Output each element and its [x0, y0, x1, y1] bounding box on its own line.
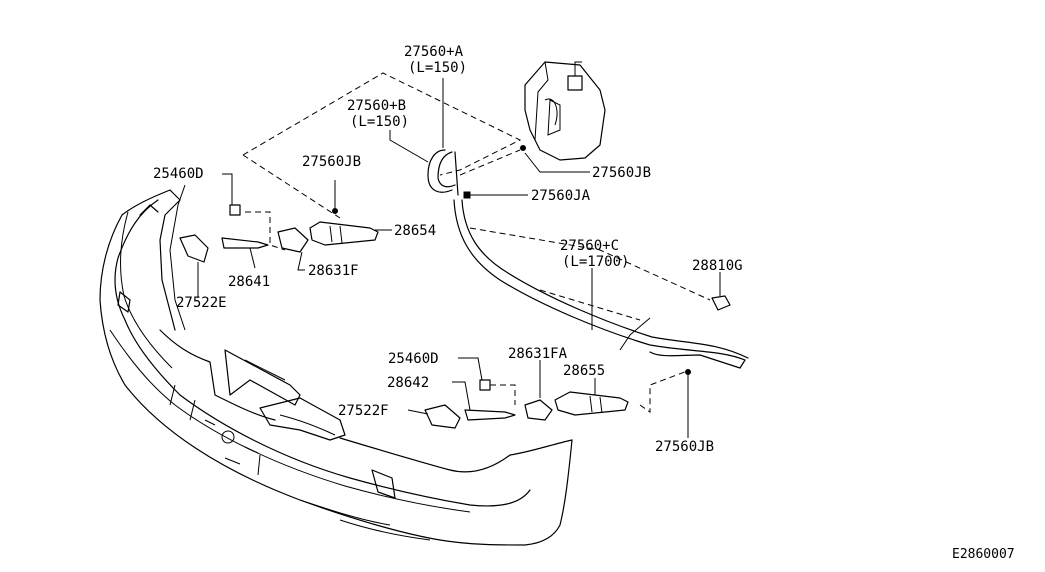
- hose-b: [427, 149, 453, 193]
- label-pin-upper: 28641: [228, 274, 270, 290]
- bracket-28631FA: [524, 399, 553, 421]
- label-hose-c-length: (L=1700): [562, 254, 629, 270]
- routing-lines: [242, 72, 711, 413]
- pin-28642: [464, 409, 516, 421]
- label-cover-upper: 27522E: [176, 295, 227, 311]
- label-clip: 28810G: [692, 258, 743, 274]
- diagram-code: E2860007: [952, 547, 1015, 562]
- label-cover-lower: 27522F: [338, 403, 389, 419]
- label-screw-lower: 25460D: [388, 351, 439, 367]
- bracket-28631F: [277, 227, 309, 253]
- label-screw-upper: 25460D: [153, 166, 204, 182]
- nozzle-28654: [309, 221, 379, 246]
- label-nozzle-lower: 28655: [563, 363, 605, 379]
- front-bumper: [99, 184, 573, 546]
- nozzle-28655: [554, 391, 629, 416]
- hose-c: [453, 199, 746, 361]
- lower-nozzle-assembly: [424, 145, 731, 429]
- label-hose-a-length: (L=150): [408, 60, 467, 76]
- label-nozzle-upper: 28654: [394, 223, 436, 239]
- label-hose-c-part: 27560+C: [560, 238, 619, 254]
- part-labels: 27560+A (L=150) 27560+B (L=150) 27560JB …: [153, 44, 1015, 562]
- label-joint-top-left: 27560JB: [302, 154, 361, 170]
- label-joint-ja: 27560JA: [531, 188, 591, 204]
- label-hose-a-part: 27560+A: [404, 44, 464, 60]
- hoses: [427, 149, 749, 369]
- washer-tank: [524, 61, 606, 161]
- screw-upper: [229, 204, 241, 216]
- label-joint-tank: 27560JB: [592, 165, 651, 181]
- label-hose-b-part: 27560+B: [347, 98, 406, 114]
- label-hose-b-length: (L=150): [350, 114, 409, 130]
- cover-27522E: [179, 234, 209, 263]
- pin-28641: [221, 237, 269, 249]
- screw-lower: [479, 379, 491, 391]
- leader-lines: [197, 78, 721, 438]
- clip-28810G: [711, 295, 731, 311]
- label-bracket-lower: 28631FA: [508, 346, 568, 362]
- cover-27522F: [424, 404, 461, 429]
- hose-a: [454, 151, 459, 196]
- upper-nozzle-assembly: [179, 191, 471, 263]
- label-joint-bottom: 27560JB: [655, 439, 714, 455]
- label-bracket-upper: 28631F: [308, 263, 359, 279]
- label-pin-lower: 28642: [387, 375, 429, 391]
